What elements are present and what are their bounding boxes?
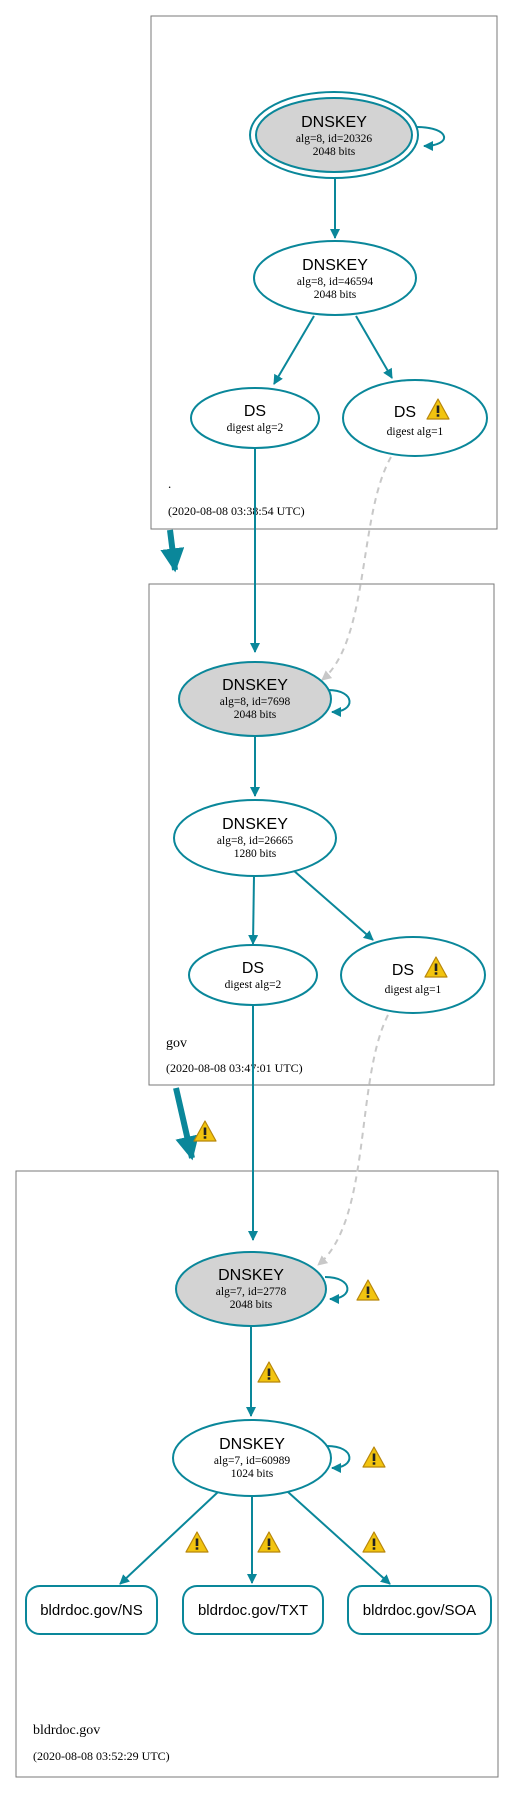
node-root-zsk-title: DNSKEY: [302, 257, 368, 274]
node-bldr-zsk[interactable]: DNSKEY alg=7, id=60989 1024 bits: [172, 1419, 332, 1497]
node-rr-txt-title: bldrdoc.gov/TXT: [198, 1602, 308, 1619]
node-gov-ds1[interactable]: DS digest alg=1: [342, 379, 488, 457]
edge-bldr-zsk-self: [326, 1445, 351, 1473]
zone-gov-box: [148, 583, 495, 1086]
node-bldr-zsk-line1: alg=7, id=60989: [214, 1455, 290, 1467]
edge-root-zsk-to-ds2: [273, 315, 315, 385]
node-rr-soa-title: bldrdoc.gov/SOA: [363, 1602, 476, 1619]
node-gov-ds2-line1: digest alg=2: [227, 422, 284, 434]
node-bldr-ds1-title: DS: [392, 962, 414, 979]
node-bldr-ds2-line1: digest alg=2: [225, 979, 282, 991]
delegation-edge-gov-bldrdoc: [173, 1087, 199, 1161]
zone-bldrdoc-label: bldrdoc.gov: [33, 1723, 100, 1738]
warning-icon[interactable]: [193, 1120, 217, 1142]
node-root-ksk[interactable]: DNSKEY alg=8, id=20326 2048 bits: [249, 91, 419, 179]
node-gov-ksk-title: DNSKEY: [222, 677, 288, 694]
node-gov-zsk-title: DNSKEY: [222, 816, 288, 833]
node-gov-ksk-line1: alg=8, id=7698: [220, 696, 291, 708]
node-gov-ds1-title: DS: [394, 404, 416, 421]
node-bldr-zsk-title: DNSKEY: [219, 1436, 285, 1453]
delegation-edge-root-gov: [160, 529, 185, 573]
node-bldr-ksk-title: DNSKEY: [218, 1267, 284, 1284]
warning-icon[interactable]: [356, 1279, 380, 1301]
zone-gov-label: gov: [166, 1036, 187, 1051]
node-bldr-ksk-line2: 2048 bits: [230, 1299, 273, 1311]
node-bldr-ds1[interactable]: DS digest alg=1: [340, 936, 486, 1014]
warning-icon[interactable]: [362, 1531, 386, 1553]
node-gov-ksk-line2: 2048 bits: [234, 709, 277, 721]
edge-root-ksk-self: [415, 126, 445, 151]
node-rr-ns-title: bldrdoc.gov/NS: [40, 1602, 143, 1619]
node-gov-zsk-line2: 1280 bits: [234, 848, 277, 860]
node-bldr-ds2[interactable]: DS digest alg=2: [188, 944, 318, 1006]
node-root-ksk-line1: alg=8, id=20326: [296, 133, 372, 145]
warning-icon[interactable]: [257, 1361, 281, 1383]
edge-gov-ksk-self: [327, 689, 351, 717]
node-rr-txt[interactable]: bldrdoc.gov/TXT: [182, 1585, 324, 1635]
edge-gov-ds1-to-ksk-insecure: [321, 456, 392, 681]
node-gov-zsk[interactable]: DNSKEY alg=8, id=26665 1280 bits: [173, 799, 337, 877]
zone-root-label: .: [168, 476, 171, 491]
warning-icon[interactable]: [185, 1531, 209, 1553]
node-bldr-ksk[interactable]: DNSKEY alg=7, id=2778 2048 bits: [175, 1251, 327, 1327]
edge-bldr-zsk-to-soa: [287, 1491, 391, 1585]
node-bldr-ds1-line1: digest alg=1: [385, 984, 442, 996]
node-root-zsk-line1: alg=8, id=46594: [297, 276, 373, 288]
node-gov-zsk-line1: alg=8, id=26665: [217, 835, 293, 847]
node-gov-ds2-title: DS: [244, 403, 266, 420]
node-rr-ns[interactable]: bldrdoc.gov/NS: [25, 1585, 158, 1635]
warning-icon[interactable]: [257, 1531, 281, 1553]
edge-root-zsk-to-ds1: [355, 315, 393, 379]
zone-bldrdoc-timestamp: (2020-08-08 03:52:29 UTC): [33, 1749, 170, 1763]
node-rr-soa[interactable]: bldrdoc.gov/SOA: [347, 1585, 492, 1635]
zone-root-timestamp: (2020-08-08 03:38:54 UTC): [168, 504, 305, 518]
node-gov-ksk[interactable]: DNSKEY alg=8, id=7698 2048 bits: [178, 661, 332, 737]
node-root-zsk[interactable]: DNSKEY alg=8, id=46594 2048 bits: [253, 240, 417, 316]
warning-icon[interactable]: [362, 1446, 386, 1468]
node-bldr-zsk-line2: 1024 bits: [231, 1468, 274, 1480]
node-root-ksk-line2: 2048 bits: [313, 146, 356, 158]
zone-gov-timestamp: (2020-08-08 03:47:01 UTC): [166, 1061, 303, 1075]
zone-bldrdoc-box: [15, 1170, 499, 1778]
edge-bldr-ksk-self: [324, 1276, 349, 1304]
edge-gov-zsk-to-ds1: [292, 869, 374, 941]
edge-bldr-zsk-to-ns: [119, 1491, 219, 1585]
node-bldr-ds2-title: DS: [242, 960, 264, 977]
node-root-zsk-line2: 2048 bits: [314, 289, 357, 301]
zone-root-box: [150, 15, 498, 530]
node-gov-ds2[interactable]: DS digest alg=2: [190, 387, 320, 449]
node-root-ksk-title: DNSKEY: [301, 114, 367, 131]
node-bldr-ksk-line1: alg=7, id=2778: [216, 1286, 287, 1298]
node-gov-ds1-line1: digest alg=1: [387, 426, 444, 438]
edge-bldr-ds1-to-ksk-insecure: [317, 1014, 389, 1266]
edge-gov-zsk-to-ds2: [248, 875, 259, 945]
